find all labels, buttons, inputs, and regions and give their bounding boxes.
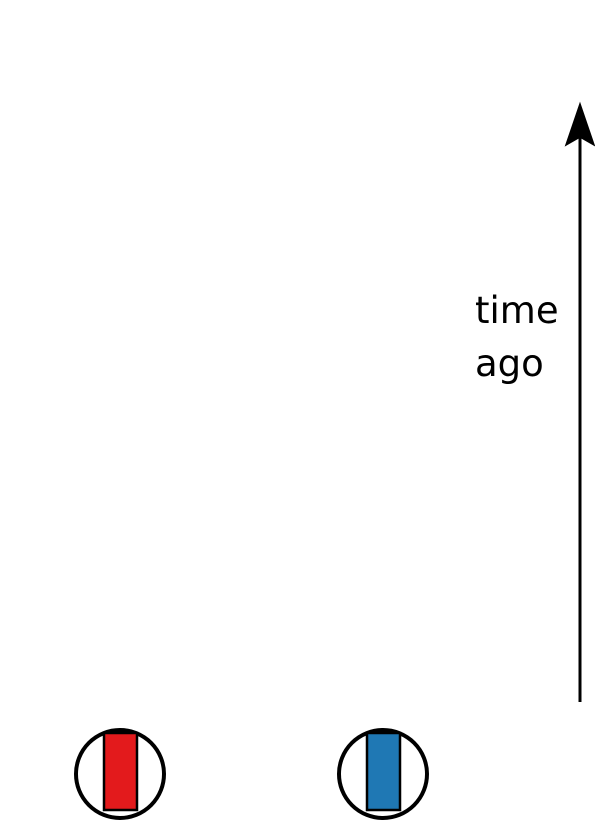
time-ago-label: time ago — [475, 284, 559, 390]
red-marker — [74, 728, 166, 820]
blue-marker-bar — [365, 731, 402, 812]
blue-marker — [337, 728, 429, 820]
time-axis-arrow — [564, 101, 595, 702]
time-label-line2: ago — [475, 342, 544, 385]
red-marker-bar — [102, 731, 139, 812]
arrowhead-icon — [564, 101, 595, 147]
time-label-line1: time — [475, 289, 559, 332]
